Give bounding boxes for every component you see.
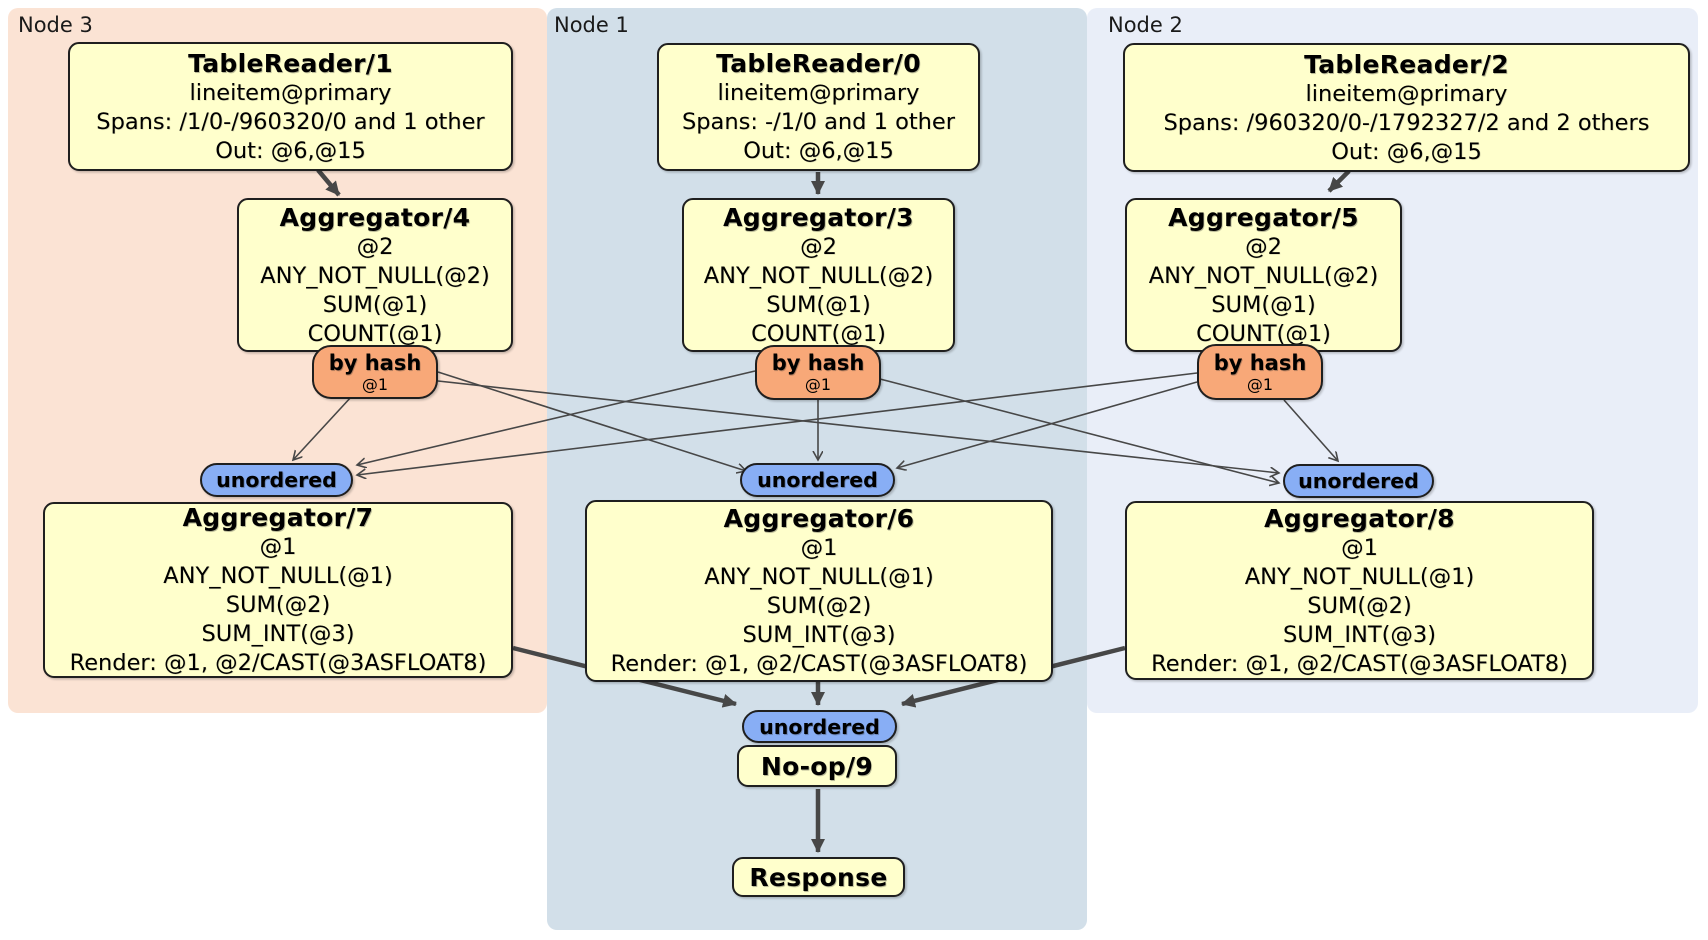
processor-detail: Spans: -/1/0 and 1 other [681, 109, 956, 135]
processor-detail: @2 [356, 233, 394, 260]
processor-tablereader-2: TableReader/2 lineitem@primary Spans: /9… [1123, 43, 1690, 172]
processor-detail: SUM(@1) [1211, 291, 1316, 318]
sync-unordered-7: unordered [200, 463, 353, 497]
router-column: @1 [361, 374, 389, 394]
processor-detail: Out: @6,@15 [215, 137, 366, 164]
processor-detail: SUM(@2) [766, 593, 872, 619]
node-3-label: Node 3 [18, 13, 93, 37]
processor-detail: ANY_NOT_NULL(@1) [163, 563, 393, 589]
response-box: Response [732, 857, 905, 897]
processor-title: Aggregator/7 [182, 503, 374, 532]
processor-detail: @1 [1341, 534, 1378, 561]
processor-title: TableReader/1 [188, 48, 393, 78]
router-by-hash-3: by hash @1 [755, 345, 881, 400]
processor-detail: Spans: /1/0-/960320/0 and 1 other [96, 108, 485, 135]
processor-detail: Render: @1, @2/CAST(@3ASFLOAT8) [610, 651, 1028, 677]
processor-detail: SUM(@2) [1307, 592, 1412, 619]
sync-label: unordered [759, 714, 880, 739]
processor-detail: Out: @6,@15 [1331, 138, 1482, 165]
processor-title: Aggregator/3 [723, 202, 914, 232]
node-1-label: Node 1 [554, 13, 629, 37]
sync-label: unordered [1298, 469, 1419, 493]
processor-tablereader-0: TableReader/0 lineitem@primary Spans: -/… [657, 43, 980, 171]
router-label: by hash [1213, 350, 1307, 375]
processor-title: Aggregator/4 [279, 202, 471, 232]
processor-detail: lineitem@primary [717, 80, 920, 106]
processor-detail: @1 [259, 534, 297, 560]
sync-label: unordered [216, 468, 337, 492]
processor-title: Aggregator/6 [723, 504, 915, 533]
processor-detail: ANY_NOT_NULL(@2) [1148, 262, 1379, 289]
processor-aggregator-3: Aggregator/3 @2 ANY_NOT_NULL(@2) SUM(@1)… [682, 198, 955, 352]
processor-detail: SUM(@1) [766, 291, 871, 318]
processor-aggregator-8: Aggregator/8 @1 ANY_NOT_NULL(@1) SUM(@2)… [1125, 501, 1594, 680]
router-label: by hash [771, 351, 865, 375]
sync-unordered-8: unordered [1283, 464, 1434, 498]
processor-detail: @2 [1245, 233, 1282, 260]
processor-detail: ANY_NOT_NULL(@2) [703, 262, 934, 289]
processor-aggregator-4: Aggregator/4 @2 ANY_NOT_NULL(@2) SUM(@1)… [237, 198, 513, 352]
processor-title: Response [749, 862, 888, 892]
processor-aggregator-6: Aggregator/6 @1 ANY_NOT_NULL(@1) SUM(@2)… [585, 500, 1053, 682]
processor-detail: COUNT(@1) [1196, 320, 1331, 347]
processor-detail: SUM(@1) [322, 291, 428, 318]
processor-title: TableReader/0 [716, 49, 921, 78]
processor-detail: SUM(@2) [225, 592, 331, 618]
processor-detail: SUM_INT(@3) [742, 622, 896, 648]
processor-detail: COUNT(@1) [751, 320, 886, 347]
processor-detail: ANY_NOT_NULL(@2) [260, 262, 490, 289]
processor-detail: ANY_NOT_NULL(@1) [704, 564, 934, 590]
router-label: by hash [328, 350, 422, 375]
router-column: @1 [804, 375, 832, 394]
router-column: @1 [1246, 374, 1274, 394]
router-by-hash-5: by hash @1 [1197, 344, 1323, 400]
sync-unordered-6: unordered [740, 463, 895, 497]
processor-detail: lineitem@primary [1305, 80, 1508, 107]
processor-title: Aggregator/5 [1168, 202, 1359, 232]
processor-title: No-op/9 [760, 751, 874, 781]
processor-title: Aggregator/8 [1264, 503, 1455, 533]
processor-detail: SUM_INT(@3) [1283, 621, 1436, 648]
processor-noop-9: No-op/9 [737, 745, 897, 787]
processor-detail: ANY_NOT_NULL(@1) [1244, 563, 1475, 590]
processor-detail: @2 [800, 233, 837, 260]
sync-unordered-final: unordered [742, 710, 897, 743]
processor-detail: Render: @1, @2/CAST(@3ASFLOAT8) [69, 650, 487, 676]
processor-detail: Spans: /960320/0-/1792327/2 and 2 others [1163, 109, 1650, 136]
router-by-hash-4: by hash @1 [312, 345, 438, 399]
processor-detail: lineitem@primary [189, 79, 392, 106]
processor-title: TableReader/2 [1304, 49, 1509, 79]
processor-tablereader-1: TableReader/1 lineitem@primary Spans: /1… [68, 42, 513, 171]
processor-detail: COUNT(@1) [307, 320, 443, 347]
node-2-label: Node 2 [1108, 13, 1183, 37]
processor-aggregator-5: Aggregator/5 @2 ANY_NOT_NULL(@2) SUM(@1)… [1125, 198, 1402, 352]
processor-detail: Out: @6,@15 [743, 138, 894, 164]
sync-label: unordered [757, 468, 878, 492]
processor-detail: Render: @1, @2/CAST(@3ASFLOAT8) [1151, 650, 1568, 677]
processor-detail: SUM_INT(@3) [201, 621, 355, 647]
processor-aggregator-7: Aggregator/7 @1 ANY_NOT_NULL(@1) SUM(@2)… [43, 502, 513, 678]
processor-detail: @1 [800, 535, 838, 561]
